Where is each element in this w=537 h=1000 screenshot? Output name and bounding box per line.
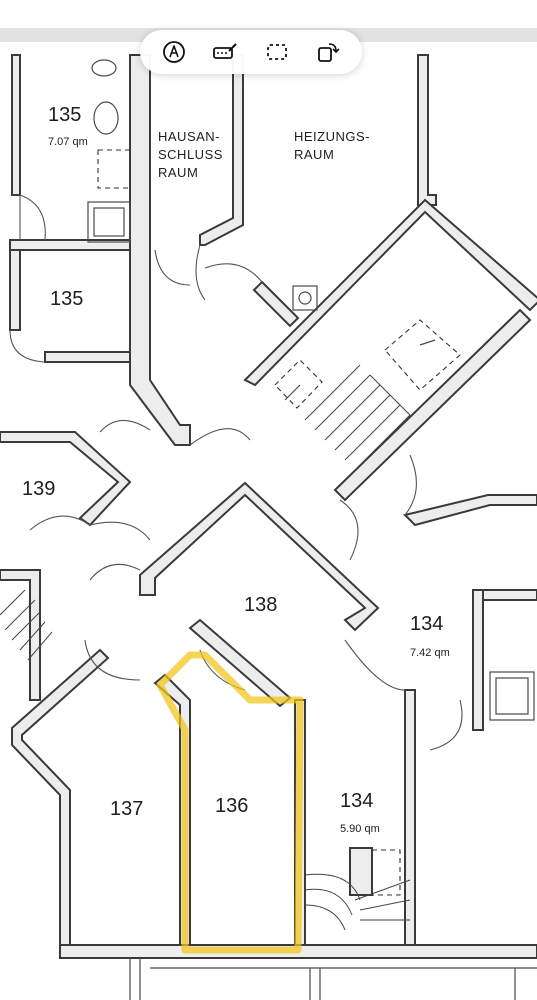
heizung-line2: RAUM xyxy=(294,147,335,162)
wall-139 xyxy=(0,431,132,527)
wall-hausanschluss-right xyxy=(199,54,244,246)
wall-135-left xyxy=(9,249,21,331)
wall-heizung-right xyxy=(417,54,437,206)
wall-134b-right xyxy=(404,689,416,951)
room-135-lower-number: 135 xyxy=(50,288,84,310)
wall-138-top xyxy=(139,481,380,632)
room-134-right-number: 134 xyxy=(410,613,444,635)
wall-134-right xyxy=(472,589,484,731)
wall-135-bottom xyxy=(44,351,141,363)
wall-left-upper xyxy=(11,54,21,196)
wall-hausanschluss-left xyxy=(129,54,191,446)
room-135-upper-number: 135 xyxy=(48,104,82,126)
wall-stair-lower xyxy=(333,308,532,502)
room-hausanschluss-label: HAUSAN- SCHLUSS RAUM xyxy=(158,128,223,182)
stair-flight-upper xyxy=(274,319,461,471)
room-heizung-label: HEIZUNGS- RAUM xyxy=(294,128,370,164)
rotate-tool-button[interactable] xyxy=(311,35,345,69)
wall-stair-upper xyxy=(243,198,537,387)
wall-134-top xyxy=(403,494,537,527)
selection-tool-button[interactable] xyxy=(260,35,294,69)
wall-134-shower xyxy=(482,589,537,601)
room-136-highlight[interactable] xyxy=(156,651,304,954)
room-134-bottom-area: 5.90 qm xyxy=(340,823,380,835)
room-134-bottom-number: 134 xyxy=(340,790,374,812)
markup-toolbar xyxy=(140,30,362,74)
wall-137-left xyxy=(11,648,110,951)
hausanschluss-line1: HAUSAN- xyxy=(158,129,221,144)
fixtures xyxy=(87,59,535,721)
selection-icon xyxy=(266,44,287,60)
wall-stair-left xyxy=(0,569,41,701)
room-138-number: 138 xyxy=(244,594,278,616)
lower-floor-lines xyxy=(129,958,537,1000)
highlighter-icon xyxy=(213,43,237,59)
room-136-number: 136 xyxy=(215,795,249,817)
hausanschluss-line3: RAUM xyxy=(158,165,199,180)
pen-tool-button[interactable] xyxy=(157,35,191,69)
spiral-stair xyxy=(304,849,411,931)
stair-flight-left xyxy=(0,589,53,661)
room-134-right-area: 7.42 qm xyxy=(410,647,450,659)
hausanschluss-line2: SCHLUSS xyxy=(158,147,223,162)
highlighter-tool-button[interactable] xyxy=(208,35,242,69)
wall-heizung-bottom xyxy=(252,280,300,328)
heizung-line1: HEIZUNGS- xyxy=(294,129,370,144)
pen-tip-icon xyxy=(162,41,185,63)
room-135-upper-area: 7.07 qm xyxy=(48,136,88,148)
room-137-number: 137 xyxy=(110,798,144,820)
rotate-icon xyxy=(318,43,340,62)
room-139-number: 139 xyxy=(22,478,56,500)
